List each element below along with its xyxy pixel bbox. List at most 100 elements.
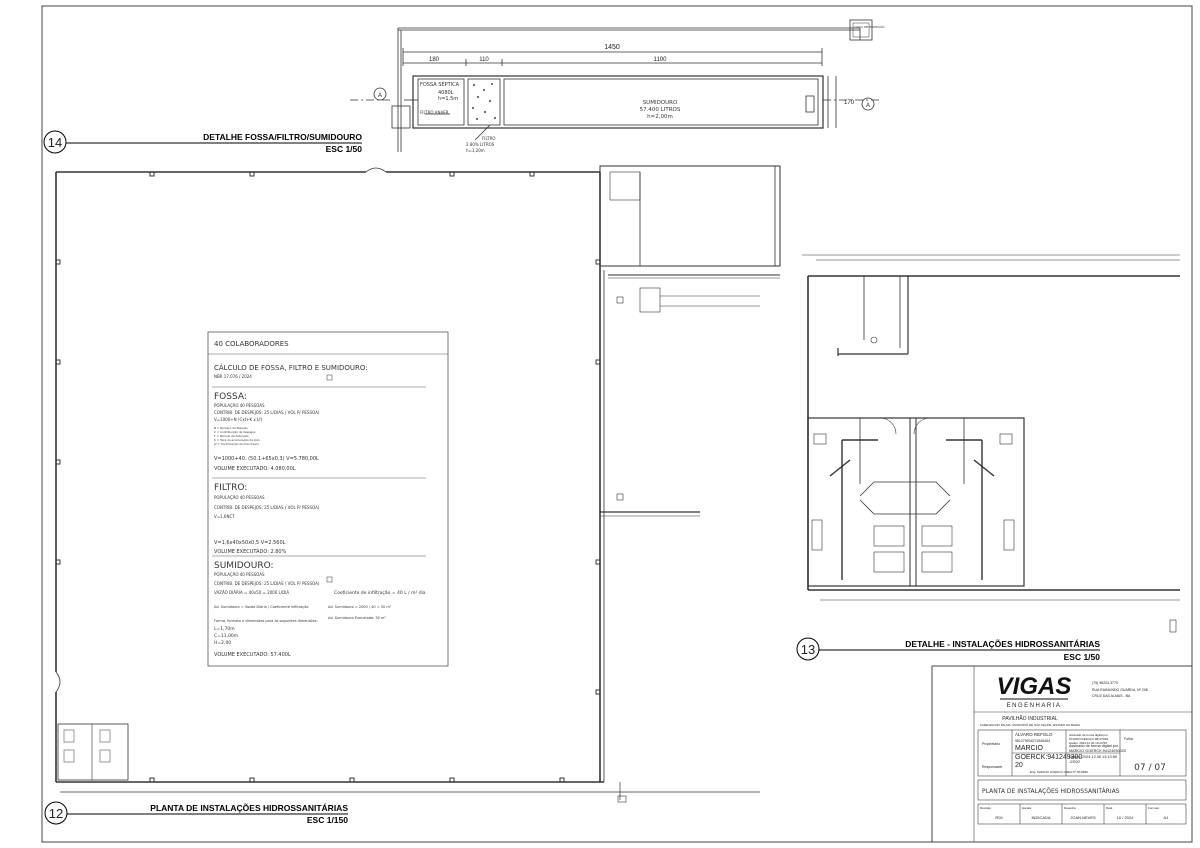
fossa-line-2: CONTRIB. DE DESPEJOS: 25 L/DIAS ( VOL P/… xyxy=(214,410,320,415)
row-label-resp: Responsável xyxy=(982,765,1002,769)
dim-h: 170 xyxy=(844,100,855,106)
filtro-line-1: POPULAÇÃO 40 PESSOAS xyxy=(214,495,265,500)
resp-sig-4: -03'00' xyxy=(1069,760,1080,764)
filtro-line-2: CONTRIB. DE DESPEJOS: 25 L/DIAS ( VOL P/… xyxy=(214,505,320,510)
footer-label-1: Revisão xyxy=(980,806,991,810)
detail-14-circle xyxy=(43,130,67,154)
owner-name: ÁLVARO REFOLO xyxy=(1015,731,1053,737)
sumidouro-label: SUMIDOURO xyxy=(643,100,678,106)
calc-checkbox xyxy=(326,374,333,381)
filtro-result: VOLUME EXECUTADO: 2.80% xyxy=(214,549,287,555)
fossa-small-5: Lf = Contribuição de lodo fresco xyxy=(214,442,259,446)
vigas-logo: VIGAS xyxy=(997,673,1072,700)
fossa-volume: 4080L xyxy=(438,90,454,96)
footer-value-1: R00 xyxy=(995,815,1003,820)
footer-label-3: Desenho xyxy=(1064,806,1076,810)
title-block xyxy=(931,665,1193,843)
folha-label: Folha xyxy=(1124,737,1133,741)
detail-12-circle xyxy=(44,801,68,825)
footer-label-4: Data xyxy=(1106,806,1113,810)
sumidouro-area-2: Ad. Sumidouro = 2000 / 40 = 50 m² xyxy=(328,605,392,609)
resp-name-3: 20 xyxy=(1015,762,1023,769)
sumidouro-dim-3: H=2,00 xyxy=(214,640,231,646)
dim-c: 1100 xyxy=(654,57,668,63)
sumidouro-result: VOLUME EXECUTADO: 57.400L xyxy=(214,652,291,658)
sumidouro-dim-1: L=1,70m xyxy=(214,626,235,632)
owner-sig-2: ÁLVARO REFOLO:98127993 xyxy=(1069,737,1108,741)
detail-14-number: 14 xyxy=(48,135,62,150)
vigas-logo-sub: ENGENHARIA xyxy=(1007,703,1062,709)
filtro-volume: 2.80% LITROS xyxy=(466,142,495,147)
dim-a: 180 xyxy=(429,57,440,63)
drawing-title: PLANTA DE INSTALAÇÕES HIDROSSANITÁRIAS xyxy=(982,788,1120,795)
dim-total: 1450 xyxy=(604,44,620,51)
calc-box xyxy=(207,331,449,667)
detail-13-number: 13 xyxy=(801,642,815,657)
filtro-calc: V=1,6x40x50x0,5 V=2.560L xyxy=(214,540,286,546)
filtro-label: FILTRO xyxy=(482,136,496,141)
owner-id: 981279934271548484 xyxy=(1015,739,1050,743)
resp-name: MARCIO xyxy=(1015,745,1044,752)
fossa-small-4: K = Taxa de acumulação de lodo xyxy=(214,438,260,442)
footer-value-4: 10 / 2024 xyxy=(1117,815,1134,820)
project-name: PAVILHÃO INDUSTRIAL xyxy=(1002,715,1058,722)
calc-title: CÁLCULO DE FOSSA, FILTRO E SUMIDOURO: xyxy=(214,363,368,372)
filtro-title: FILTRO: xyxy=(214,483,247,493)
resp-name-2: GOERCK:941249300 xyxy=(1015,754,1082,761)
detail-14-scale: ESC 1/50 xyxy=(326,144,363,154)
detail-12-number: 12 xyxy=(49,806,63,821)
sumidouro-forma: Forma, formato e dimensões para as segui… xyxy=(214,619,318,623)
detail-14-fossa-plan xyxy=(350,19,880,152)
resp-sig-3: Dados: 2024.12.06 13:13:59 xyxy=(1069,755,1117,759)
footer-label-2: Escala xyxy=(1022,806,1031,810)
sheet-number: 07 / 07 xyxy=(1134,763,1166,773)
section-mark-right: A xyxy=(866,103,870,109)
detail-14-title: DETALHE FOSSA/FILTRO/SUMIDOURO xyxy=(203,132,362,142)
calc-header: 40 COLABORADORES xyxy=(214,340,289,348)
sumidouro-line-2: CONTRIB. DE DESPEJOS: 25 L/DIAS ( VOL P/… xyxy=(214,581,320,586)
sumidouro-checkbox xyxy=(326,576,333,583)
fossa-height: h=1,5m xyxy=(438,96,458,102)
inspection-box-label: CAIXA DE INSPEÇÃO xyxy=(854,24,885,29)
footer-value-5: A1 xyxy=(1164,815,1170,820)
resp-sig-1: Assinado de forma digital por xyxy=(1069,744,1119,748)
sumidouro-height: h=2,00m xyxy=(647,114,673,120)
owner-sig-1: Assinado de forma digital por xyxy=(1069,733,1108,737)
section-mark-left: A xyxy=(378,93,382,99)
sumidouro-dim-2: C=11,00m xyxy=(214,633,238,639)
filtro-anaerobio-label: FILTRO ANAER. xyxy=(420,110,450,115)
contact-1: (75) 98203-3779 xyxy=(1092,681,1118,685)
footer-label-5: Formato xyxy=(1148,806,1160,810)
detail-12-scale: ESC 1/150 xyxy=(307,815,348,825)
detail-13-bathroom-plan xyxy=(802,254,1180,633)
sumidouro-area-1: Ad. Sumidouro = Vazão Diária / Coeficien… xyxy=(214,605,309,609)
fossa-small-3: T = Período de detenção xyxy=(213,434,249,438)
calc-norm: NBR 17.076 / 2024 xyxy=(214,374,252,379)
fossa-result: VOLUME EXECUTADO: 4.080,00L xyxy=(214,466,296,472)
sumidouro-coef: Coeficiente de infiltração = 40 L / m² d… xyxy=(334,590,426,596)
owner-sig-3: Dados: 2024.12.06 16:23:58 xyxy=(1069,741,1107,745)
fossa-line-3: V=1000+N (Cxt+K x Lf) xyxy=(214,417,263,422)
dim-b: 110 xyxy=(479,57,489,63)
footer-value-2: INDICADA xyxy=(1031,815,1050,820)
sumidouro-title: SUMIDOURO: xyxy=(214,561,274,571)
fossa-calc: V=1000+40. (50.1+65x0,3) V=5.780,00L xyxy=(214,456,319,462)
sumidouro-line-1: POPULAÇÃO 40 PESSOAS xyxy=(214,572,265,577)
detail-13-title: DETALHE - INSTALAÇÕES HIDROSSANITÁRIAS xyxy=(905,639,1100,649)
resp-role: Eng. MARCIO GOERCK CREA Nº 05-8999 xyxy=(1030,770,1088,774)
sheet-border xyxy=(41,5,1193,843)
resp-sig-2: MARCIO GOERCK:94124930020 xyxy=(1069,749,1126,753)
row-label-owner: Proprietário xyxy=(982,742,1000,746)
filtro-line-3: V=1,6NCT xyxy=(214,514,235,519)
fossa-small-2: C = Contribuição de despejos xyxy=(214,430,256,434)
project-location: FAZENDA RIO PALMA, MUNICÍPIO DE SÃO FELI… xyxy=(980,722,1080,727)
footer-value-3: JOAN NEVES xyxy=(1070,815,1096,820)
sumidouro-area-3: Ad. Sumidouro Executado: 50 m² xyxy=(328,616,386,620)
sumidouro-vol: VAZÃO DIÁRIA = 40x50 = 2000 L/DIA xyxy=(214,590,289,595)
fossa-title: FOSSA: xyxy=(214,392,247,402)
sumidouro-volume: 57.400 LITROS xyxy=(640,107,681,113)
contact-3: CRUZ DAS ALMAS - BA xyxy=(1092,694,1131,698)
fossa-line-1: POPULAÇÃO 40 PESSOAS xyxy=(214,403,265,408)
detail-13-scale: ESC 1/50 xyxy=(1064,652,1101,662)
